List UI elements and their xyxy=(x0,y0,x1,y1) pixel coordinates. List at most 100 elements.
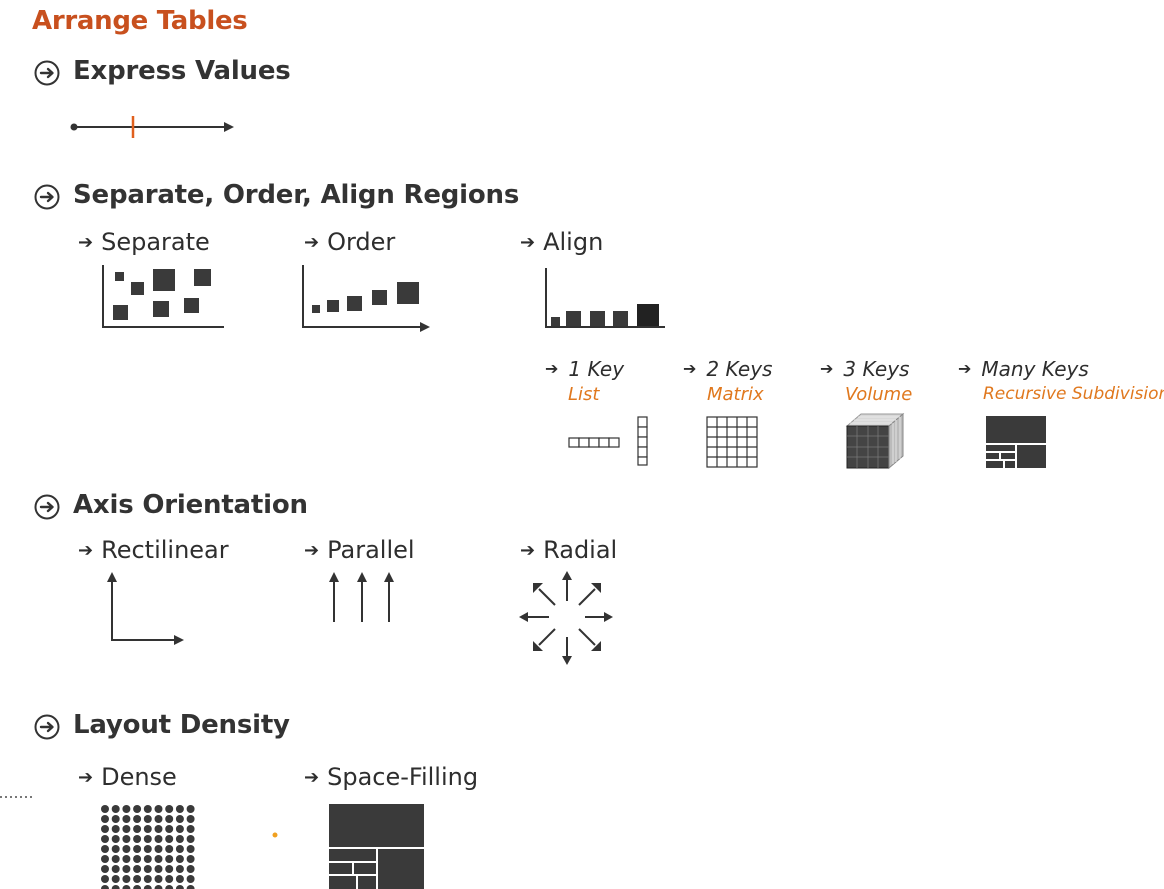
arrow-right-icon: ➔ xyxy=(545,359,559,378)
dense-dot xyxy=(101,835,109,843)
key-many: ➔ Many Keys xyxy=(958,357,1089,381)
key-many-label: Many Keys xyxy=(981,357,1089,381)
dense-dot xyxy=(165,865,174,873)
parallel-axes-icon xyxy=(329,572,394,622)
section-layout-density: Layout Density xyxy=(73,710,290,740)
dense-dot xyxy=(101,855,109,863)
dense-dot xyxy=(143,865,152,873)
recursive-subdivision-icon xyxy=(986,416,1046,468)
dense-dot xyxy=(186,885,195,889)
dense-dot xyxy=(154,855,163,863)
sub-space-filling: ➔Space-Filling xyxy=(304,763,478,791)
dense-dot xyxy=(111,835,120,843)
dense-dot xyxy=(165,845,174,853)
dense-dot xyxy=(175,805,184,813)
sub-separate-label: Separate xyxy=(101,228,210,256)
dense-dot xyxy=(154,865,163,873)
sub-dense: ➔Dense xyxy=(78,763,177,791)
radial-axes-icon xyxy=(519,571,613,665)
sub-separate: ➔ Separate xyxy=(78,228,210,256)
dense-dot xyxy=(143,825,152,833)
dense-dot xyxy=(101,885,109,889)
dense-dot xyxy=(186,825,195,833)
arrow-right-icon: ➔ xyxy=(78,232,94,253)
sub-parallel-label: Parallel xyxy=(327,536,415,564)
section-regions: Separate, Order, Align Regions xyxy=(73,180,520,210)
sub-parallel: ➔ Parallel xyxy=(304,536,415,564)
dense-dot xyxy=(175,825,184,833)
dense-dot xyxy=(101,805,109,813)
dense-dot xyxy=(122,885,131,889)
dense-dot xyxy=(133,815,142,823)
dense-dot xyxy=(175,875,184,883)
dense-dot xyxy=(165,875,174,883)
dense-dot xyxy=(101,865,109,873)
dense-dot xyxy=(101,845,109,853)
arrow-right-icon: ➔ xyxy=(304,540,320,561)
dense-dot xyxy=(175,835,184,843)
circled-arrow-icon xyxy=(34,60,60,86)
dense-dot xyxy=(154,825,163,833)
dense-dot xyxy=(175,885,184,889)
divider-dots-left xyxy=(0,796,34,798)
list-icon xyxy=(568,416,648,466)
order-chart-icon xyxy=(302,265,430,332)
key-3: ➔3 Keys xyxy=(820,357,909,381)
dense-dot xyxy=(133,845,142,853)
dense-dot xyxy=(143,835,152,843)
dense-dot xyxy=(186,855,195,863)
arrow-right-icon: ➔ xyxy=(683,359,697,378)
arrow-right-icon: ➔ xyxy=(958,359,972,378)
dense-dot xyxy=(165,885,174,889)
dense-dot xyxy=(122,805,131,813)
dense-dot xyxy=(133,875,142,883)
page-title: Arrange Tables xyxy=(32,6,248,36)
arrow-right-icon: ➔ xyxy=(520,540,536,561)
sub-align: ➔Align xyxy=(520,228,603,256)
key-2-label: 2 Keys xyxy=(706,357,773,381)
sub-radial-label: Radial xyxy=(543,536,618,564)
dense-dot xyxy=(154,815,163,823)
dense-dot xyxy=(186,845,195,853)
dense-dot xyxy=(175,855,184,863)
dense-dot xyxy=(143,855,152,863)
dense-dot xyxy=(143,875,152,883)
key-many-sub: Recursive Subdivision xyxy=(983,384,1164,404)
volume-cube-icon xyxy=(845,412,905,470)
dense-dot xyxy=(101,825,109,833)
space-filling-icon xyxy=(329,804,424,889)
dense-dot xyxy=(133,805,142,813)
dense-dot xyxy=(165,805,174,813)
express-values-axis-icon xyxy=(70,116,234,138)
dense-dot xyxy=(186,835,195,843)
dense-dot xyxy=(143,815,152,823)
dense-dot xyxy=(154,805,163,813)
dense-dot xyxy=(186,875,195,883)
dense-dot xyxy=(111,885,120,889)
dense-dot xyxy=(111,845,120,853)
dense-dots-icon xyxy=(101,805,195,889)
circled-arrow-icon xyxy=(34,714,60,740)
dense-dot xyxy=(133,825,142,833)
arrow-right-icon: ➔ xyxy=(304,767,320,788)
dense-dot xyxy=(175,845,184,853)
key-1-sub: List xyxy=(568,384,600,405)
dense-dot xyxy=(111,855,120,863)
dense-dot xyxy=(111,865,120,873)
matrix-icon xyxy=(706,416,758,468)
arrow-right-icon: ➔ xyxy=(78,540,94,561)
dense-dot xyxy=(101,815,109,823)
arrow-right-icon: ➔ xyxy=(304,232,320,253)
rectilinear-axes-icon xyxy=(107,572,184,645)
sub-dense-label: Dense xyxy=(101,763,177,791)
dense-dot xyxy=(122,875,131,883)
dense-dot xyxy=(154,875,163,883)
dense-dot xyxy=(143,885,152,889)
section-axis-orientation: Axis Orientation xyxy=(73,490,308,520)
dense-dot xyxy=(154,835,163,843)
arrow-right-icon: ➔ xyxy=(520,232,536,253)
dense-dot xyxy=(111,815,120,823)
key-2-sub: Matrix xyxy=(707,384,764,405)
dense-dot xyxy=(175,815,184,823)
key-3-label: 3 Keys xyxy=(843,357,910,381)
